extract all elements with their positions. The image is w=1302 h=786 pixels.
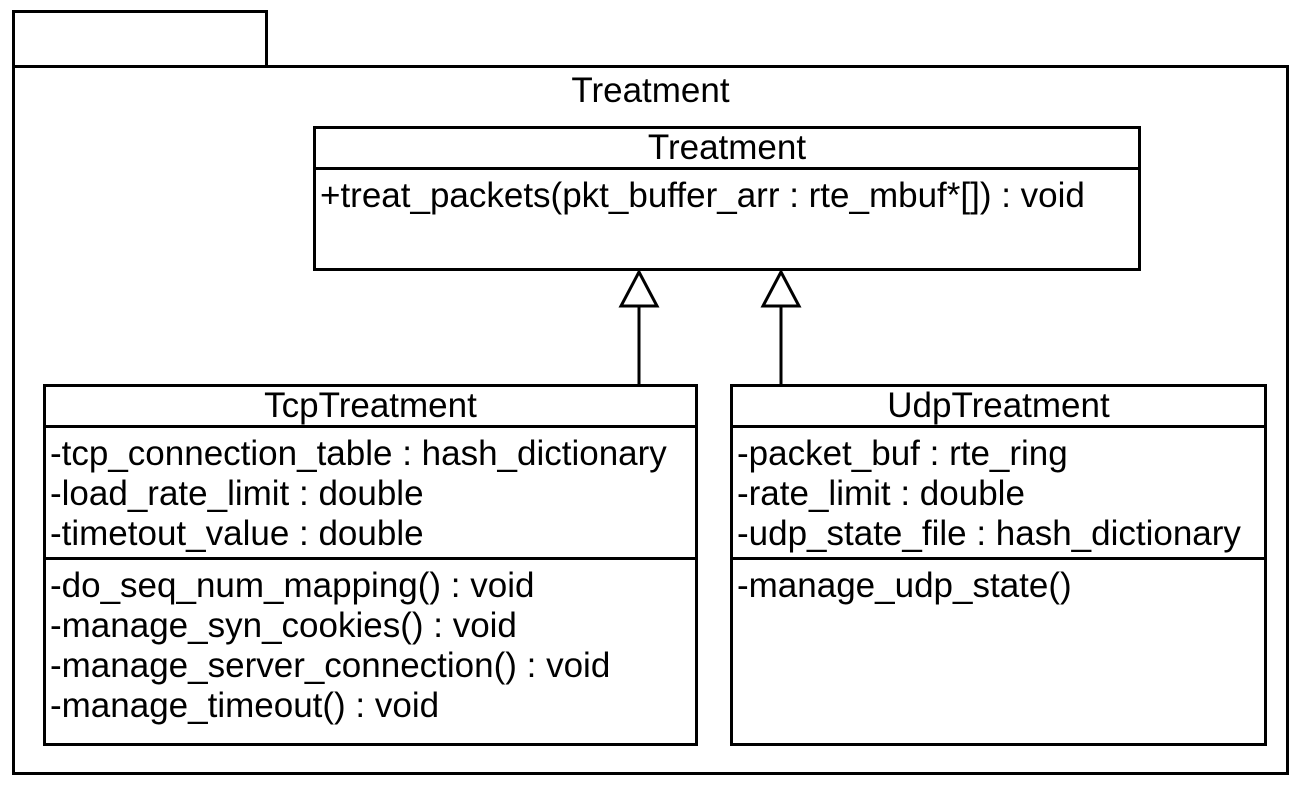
class-treatment-title: Treatment [316, 129, 1138, 170]
attribute-row: -packet_buf : rte_ring [737, 434, 1068, 473]
class-udptreatment-attributes: -packet_buf : rte_ring -rate_limit : dou… [733, 428, 1264, 560]
method-row: -do_seq_num_mapping() : void [50, 566, 535, 605]
package-title: Treatment [571, 71, 730, 110]
class-treatment: Treatment +treat_packets(pkt_buffer_arr … [313, 126, 1141, 271]
attribute-row: -load_rate_limit : double [50, 474, 424, 513]
class-tcptreatment-title: TcpTreatment [46, 387, 695, 428]
method-row: -manage_timeout() : void [50, 686, 440, 725]
method-row: -manage_syn_cookies() : void [50, 606, 517, 645]
class-udptreatment-methods: -manage_udp_state() [733, 560, 1264, 606]
method-row: -manage_udp_state() [737, 566, 1072, 605]
method-row: +treat_packets(pkt_buffer_arr : rte_mbuf… [320, 176, 1085, 215]
class-tcptreatment-methods: -do_seq_num_mapping() : void -manage_syn… [46, 560, 695, 726]
package-tab [12, 10, 268, 68]
class-udptreatment-title: UdpTreatment [733, 387, 1264, 428]
attribute-row: -timetout_value : double [50, 514, 424, 553]
class-tcptreatment-attributes: -tcp_connection_table : hash_dictionary … [46, 428, 695, 560]
method-row: -manage_server_connection() : void [50, 646, 611, 685]
attribute-row: -tcp_connection_table : hash_dictionary [50, 434, 667, 473]
attribute-row: -udp_state_file : hash_dictionary [737, 514, 1241, 553]
attribute-row: -rate_limit : double [737, 474, 1025, 513]
class-tcptreatment: TcpTreatment -tcp_connection_table : has… [43, 384, 698, 746]
class-treatment-methods: +treat_packets(pkt_buffer_arr : rte_mbuf… [316, 170, 1138, 216]
class-udptreatment: UdpTreatment -packet_buf : rte_ring -rat… [730, 384, 1267, 746]
